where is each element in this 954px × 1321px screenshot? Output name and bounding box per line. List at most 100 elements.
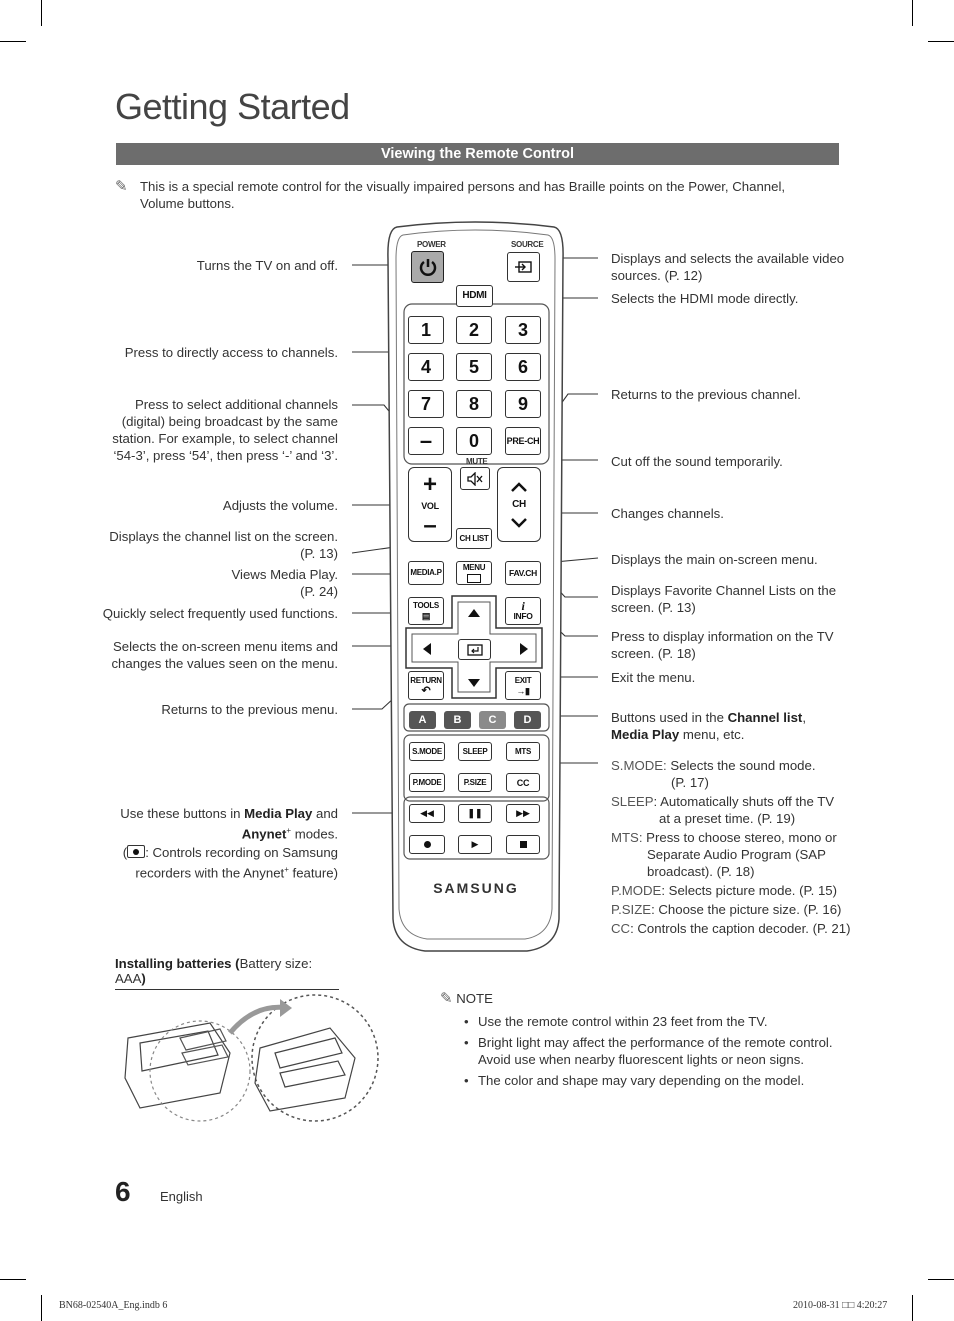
text: : Controls recording on Samsung [145,845,338,861]
label-source: Displays and selects the available video… [611,250,851,284]
text: S.MODE: [611,758,667,773]
tools-button[interactable]: TOOLS ▤ [408,597,444,625]
dpad-up-button[interactable] [466,605,482,621]
text: sources. (P. 12) [611,268,703,283]
dpad-right-button[interactable] [518,641,534,657]
dash-button[interactable]: – [408,427,444,455]
text: : Automatically shuts off the TV [653,794,835,809]
dpad-down-button[interactable] [466,676,482,692]
chlist-button[interactable]: CH LIST [456,528,492,549]
label-exit: Exit the menu. [611,670,696,685]
source-icon [514,261,532,273]
return-button[interactable]: RETURN ↶ [408,671,444,700]
digit-4-button[interactable]: 4 [408,353,444,381]
text: P.SIZE [611,902,652,917]
dpad-left-button[interactable] [419,641,435,657]
color-b-button[interactable]: B [444,711,471,729]
info-button[interactable]: i INFO [505,597,541,625]
info-label: INFO [513,611,533,621]
return-icon: ↶ [421,684,431,697]
color-a-button[interactable]: A [409,711,436,729]
label-nav-line: Selects the on-screen menu items and [112,639,338,654]
text: broadcast). (P. 18) [647,864,755,879]
stop-button[interactable] [506,835,540,854]
text: screen. (P. 18) [611,646,696,661]
cc-button[interactable]: CC [506,773,540,792]
label-return: Returns to the previous menu. [161,702,338,717]
text: Installing batteries ( [115,956,240,971]
rewind-button[interactable]: ◀◀ [409,804,445,823]
pmode-button[interactable]: P.MODE [409,773,445,792]
digit-2-button[interactable]: 2 [456,316,492,344]
play-button[interactable]: ▶ [458,835,492,854]
crop-mark [912,1295,913,1321]
power-button[interactable] [411,251,444,283]
label-numbers: Press to directly access to channels. [124,345,338,360]
crop-mark [928,41,954,42]
text: + [286,826,292,835]
hdmi-button[interactable]: HDMI [456,285,493,307]
volume-up-icon: + [422,470,437,498]
color-b-label: B [453,714,462,726]
label-hdmi: Selects the HDMI mode directly. [611,291,799,306]
exit-label: EXIT [514,675,532,685]
fast-forward-button[interactable]: ▶▶ [506,804,540,823]
color-d-button[interactable]: D [514,711,541,729]
digit-7-button[interactable]: 7 [408,390,444,418]
label-volume: Adjusts the volume. [222,498,338,513]
mute-button[interactable] [460,467,490,490]
text: Media Play [244,806,313,821]
digit-1-button[interactable]: 1 [408,316,444,344]
info-icon: i [521,599,525,613]
channel-rocker[interactable]: CH [497,467,541,542]
source-button[interactable] [507,252,540,282]
text: + [284,865,289,875]
record-button[interactable] [409,835,445,854]
text: : Controls the caption decoder. (P. 21) [630,921,851,936]
favch-button[interactable]: FAV.CH [505,561,541,585]
label-chlist: Displays the channel list on the screen.… [100,528,338,562]
text: Anynet [241,826,287,842]
mute-label: MUTE [466,457,488,466]
text: screen. (P. 13) [611,600,696,615]
digit-9-button[interactable]: 9 [505,390,541,418]
section-title: Viewing the Remote Control [116,143,839,165]
mediap-button[interactable]: MEDIA.P [408,561,444,585]
psize-button[interactable]: P.SIZE [458,773,492,792]
battery-illustration [124,994,379,1122]
smode-button[interactable]: S.MODE [409,742,445,761]
label-nav-line: changes the values seen on the menu. [111,656,338,671]
intro-note: ✎ This is a special remote control for t… [115,178,795,212]
label-nav: Selects the on-screen menu items and cha… [100,638,338,672]
note-section: ✎ NOTE Use the remote control within 23 … [440,990,840,1093]
pause-button[interactable]: ❚❚ [458,804,492,823]
batteries-heading: Installing batteries (Battery size: AAA) [115,956,339,990]
digit-0-button[interactable]: 0 [456,427,492,455]
vol-label: VOL [421,500,439,511]
stop-icon [519,841,527,848]
menu-button[interactable]: MENU [456,561,492,585]
volume-down-icon: – [423,511,437,539]
label-tools: Quickly select frequently used functions… [102,606,338,621]
return-label: RETURN [410,675,442,685]
enter-button[interactable] [458,639,491,660]
color-c-button[interactable]: C [479,711,506,729]
text: (P. 17) [671,775,709,790]
digit-3-button[interactable]: 3 [505,316,541,344]
enter-icon [466,643,483,656]
label-prech: Returns to the previous channel. [611,387,801,402]
digit-5-button[interactable]: 5 [456,353,492,381]
digit-8-button[interactable]: 8 [456,390,492,418]
digit-6-button[interactable]: 6 [505,353,541,381]
volume-rocker[interactable]: + VOL – [408,467,452,542]
exit-icon: →▮ [516,685,530,696]
sleep-button[interactable]: SLEEP [458,742,492,761]
tools-label: TOOLS [413,601,439,610]
label-mute: Cut off the sound temporarily. [611,454,783,469]
text: Buttons used in the [611,710,728,725]
exit-button[interactable]: EXIT →▮ [505,671,541,700]
prech-button[interactable]: PRE-CH [505,427,541,455]
mts-button[interactable]: MTS [506,742,540,761]
list-item: Bright light may affect the performance … [464,1034,840,1068]
brand-logo: SAMSUNG [433,880,519,896]
